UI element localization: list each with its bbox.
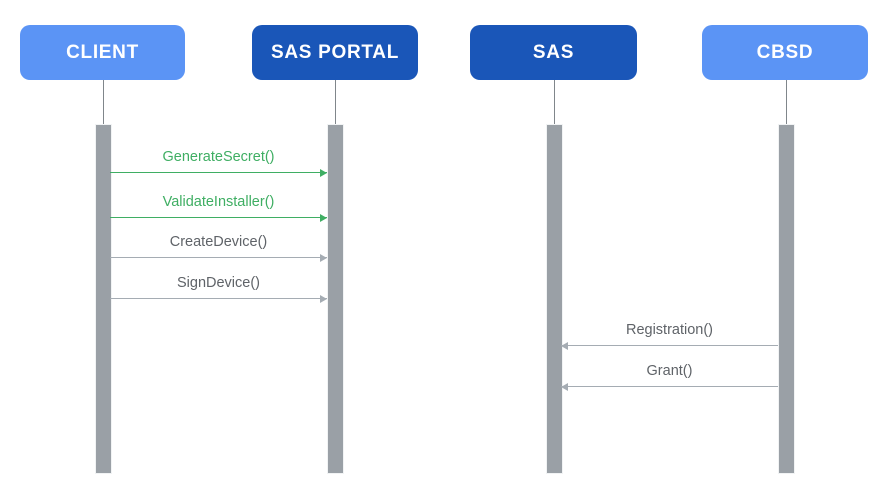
participant-box-client[interactable]: CLIENT xyxy=(20,25,185,80)
message-line-registration xyxy=(561,345,778,346)
message-line-validate-installer xyxy=(110,217,327,218)
participant-box-sas-portal[interactable]: SAS PORTAL xyxy=(252,25,418,80)
message-line-grant xyxy=(561,386,778,387)
message-label-sign-device: SignDevice() xyxy=(177,275,260,292)
lifeline-client xyxy=(102,80,104,124)
message-label-create-device: CreateDevice() xyxy=(169,234,268,251)
participant-box-sas[interactable]: SAS xyxy=(470,25,637,80)
message-line-sign-device xyxy=(110,298,327,299)
message-label-generate-secret: GenerateSecret() xyxy=(162,149,275,166)
lifeline-cbsd xyxy=(785,80,787,124)
message-label-grant: Grant() xyxy=(646,363,693,380)
participant-label-sas: SAS xyxy=(532,42,575,63)
message-line-create-device xyxy=(110,257,327,258)
activation-bar-cbsd xyxy=(778,124,795,474)
message-line-generate-secret xyxy=(110,172,327,173)
arrowhead-right-icon xyxy=(320,253,327,262)
participant-box-cbsd[interactable]: CBSD xyxy=(702,25,868,80)
participant-label-client: CLIENT xyxy=(66,42,139,63)
arrowhead-left-icon xyxy=(561,382,568,391)
participant-label-sas-portal: SAS PORTAL xyxy=(270,42,400,63)
activation-bar-sas-portal xyxy=(327,124,344,474)
arrowhead-left-icon xyxy=(561,341,568,350)
arrowhead-right-icon xyxy=(320,294,327,303)
arrowhead-right-icon xyxy=(320,168,327,177)
activation-bar-sas xyxy=(546,124,563,474)
message-label-validate-installer: ValidateInstaller() xyxy=(162,194,275,211)
message-label-registration: Registration() xyxy=(625,322,714,339)
lifeline-sas xyxy=(553,80,555,124)
arrowhead-right-icon xyxy=(320,213,327,222)
participant-label-cbsd: CBSD xyxy=(756,42,814,63)
activation-bar-client xyxy=(95,124,112,474)
lifeline-sas-portal xyxy=(334,80,336,124)
